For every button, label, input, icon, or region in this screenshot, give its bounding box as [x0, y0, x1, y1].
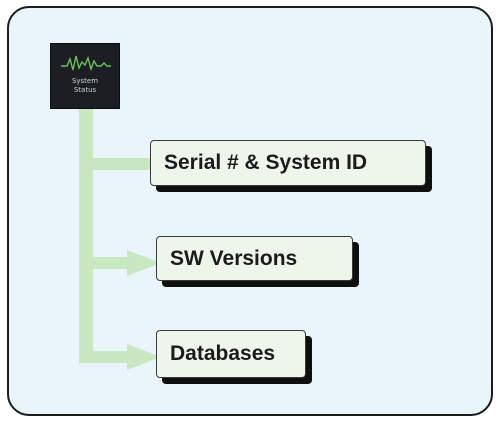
connector-branch-serial — [79, 158, 151, 170]
sw-versions-button[interactable]: SW Versions — [156, 236, 353, 281]
connector-branch-db — [79, 351, 129, 363]
system-status-label: System Status — [71, 77, 99, 94]
serial-system-id-button[interactable]: Serial # & System ID — [150, 140, 426, 186]
sw-versions-label: SW Versions — [170, 246, 298, 270]
connector-trunk — [79, 107, 93, 357]
serial-system-id-label: Serial # & System ID — [164, 151, 368, 174]
system-status-button[interactable]: System Status — [51, 44, 119, 108]
waveform-icon — [61, 55, 111, 72]
connector-branch-sw — [79, 257, 129, 269]
connector-arrow-sw — [127, 250, 161, 276]
connector-arrow-db — [127, 344, 161, 370]
databases-button[interactable]: Databases — [156, 330, 306, 378]
databases-label: Databases — [170, 342, 276, 365]
